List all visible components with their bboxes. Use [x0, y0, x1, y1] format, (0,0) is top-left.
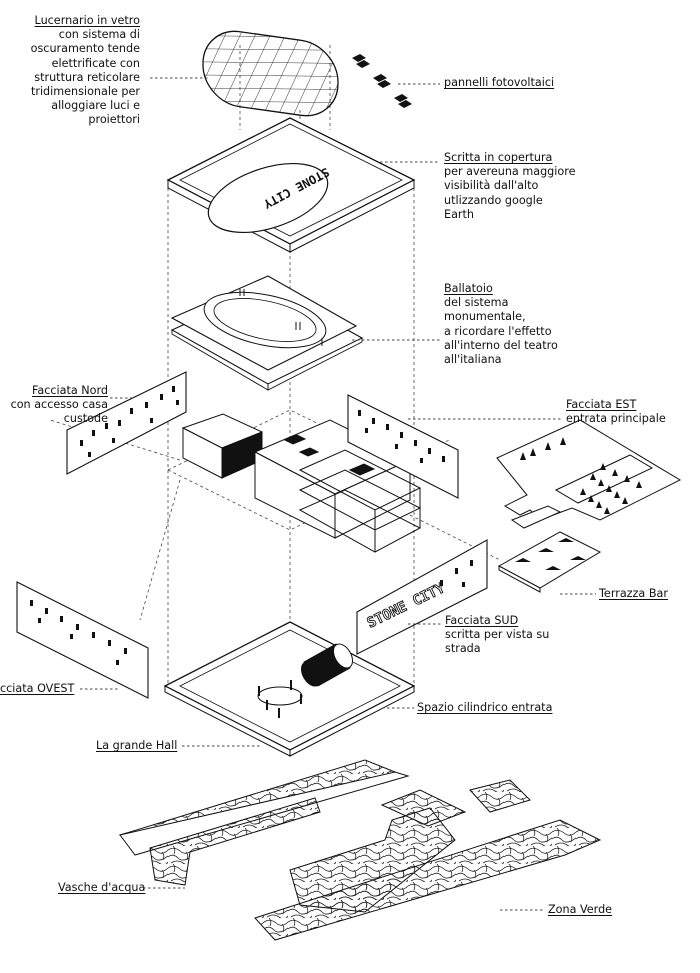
label-ballatoio-line: a ricordare l'effetto [444, 324, 552, 338]
label-vasche: Vasche d'acqua [58, 881, 145, 895]
west-facade [16, 581, 149, 699]
label-scritta: Scritta in copertura per avereuna maggio… [444, 151, 575, 222]
label-sud-title: Facciata SUD [445, 614, 519, 627]
label-cilindrico-title: Spazio cilindrico entrata [417, 701, 553, 714]
label-scritta-line: utlizzando google [444, 193, 543, 207]
leader-lines [80, 77, 596, 911]
north-facade [66, 371, 187, 475]
label-scritta-line: per avereuna maggiore [444, 165, 576, 179]
label-ovest: cciata OVEST [0, 682, 74, 696]
label-lucernario: Lucernario in vetro con sistema di oscur… [8, 14, 140, 128]
label-scritta-line: visibilità dall'alto [444, 179, 539, 193]
label-vasche-title: Vasche d'acqua [58, 881, 146, 894]
entrance-cylinder [301, 643, 353, 687]
label-nord-line: custode [63, 412, 108, 426]
gallery-level [170, 275, 364, 391]
outdoor-plaza [496, 419, 682, 529]
label-scritta-line: Earth [444, 207, 475, 221]
east-facade [347, 394, 459, 499]
photovoltaic-panels [352, 54, 412, 108]
skylight-grid [202, 30, 339, 117]
label-lucernario-title: Lucernario in vetro [34, 14, 140, 27]
label-scritta-title: Scritta in copertura [444, 151, 553, 164]
label-sud: Facciata SUD scritta per vista su strada [445, 614, 549, 657]
label-cilindrico: Spazio cilindrico entrata [417, 701, 552, 715]
label-ballatoio-line: all'interno del teatro [444, 338, 558, 352]
label-ballatoio-title: Ballatoio [444, 282, 493, 295]
label-hall: La grande Hall [96, 739, 177, 753]
label-terrazza-title: Terrazza Bar [599, 587, 668, 600]
label-verde: Zona Verde [548, 903, 612, 917]
terrace-bar [497, 531, 602, 593]
label-nord: Facciata Nord con accesso casa custode [0, 384, 108, 427]
label-ballatoio-line: all'italiana [444, 353, 502, 367]
ground-plan [118, 759, 602, 941]
label-nord-title: Facciata Nord [31, 384, 108, 397]
label-terrazza: Terrazza Bar [599, 587, 668, 601]
label-sud-line: scritta per vista su [445, 628, 550, 642]
label-est-line: entrata principale [566, 412, 666, 426]
roof-slab: STONE CITY [166, 117, 416, 253]
label-ovest-title: cciata OVEST [0, 682, 75, 695]
label-ballatoio-line: monumentale, [444, 310, 526, 324]
label-est-title: Facciata EST [566, 398, 637, 411]
label-sud-line: strada [445, 642, 481, 656]
label-lucernario-line: elettrificate con [51, 56, 140, 70]
label-verde-title: Zona Verde [548, 903, 613, 916]
label-lucernario-line: alloggiare luci e [51, 99, 140, 113]
label-pannelli-title: pannelli fotovoltaici [444, 76, 555, 89]
label-ballatoio-line: del sistema [444, 296, 509, 310]
label-nord-line: con accesso casa [10, 398, 108, 412]
label-lucernario-line: oscuramento tende [30, 42, 140, 56]
label-est: Facciata EST entrata principale [566, 398, 666, 426]
label-lucernario-line: con sistema di [58, 28, 140, 42]
label-hall-title: La grande Hall [96, 739, 178, 752]
label-pannelli: pannelli fotovoltaici [444, 76, 554, 90]
label-ballatoio: Ballatoio del sistema monumentale, a ric… [444, 282, 558, 367]
label-lucernario-line: tridimensionale per [30, 85, 140, 99]
label-lucernario-line: struttura reticolare [34, 70, 140, 84]
grand-hall-base [163, 621, 416, 757]
label-lucernario-line: proiettori [88, 113, 140, 127]
